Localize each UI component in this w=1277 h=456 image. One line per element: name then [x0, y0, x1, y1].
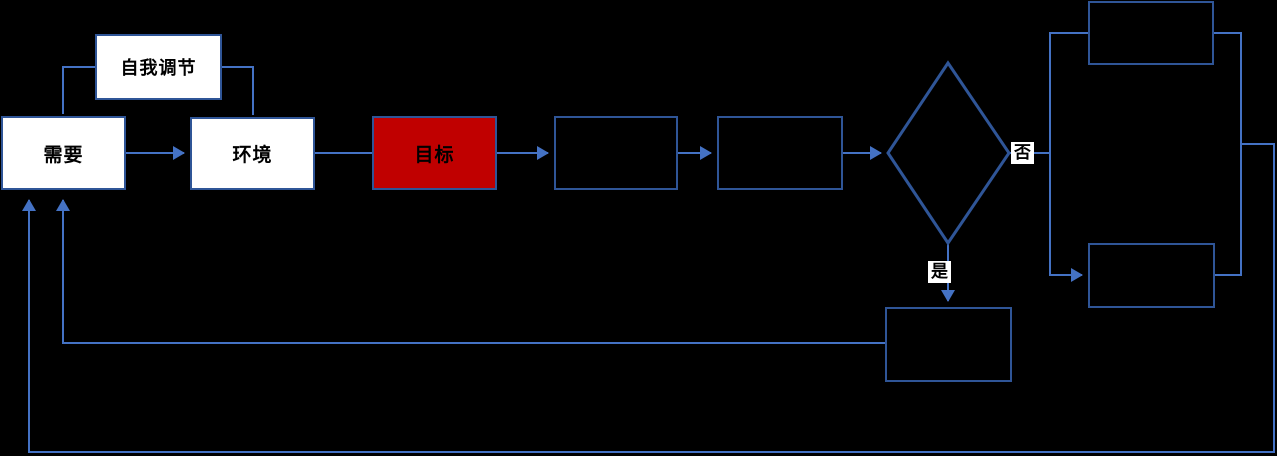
connector-topbox-to-lowerbox [1214, 32, 1242, 276]
node-process-2 [717, 116, 843, 190]
connector-selfregulation-to-environment [222, 66, 254, 115]
decision-diamond [886, 60, 1011, 246]
node-process-1 [554, 116, 678, 190]
node-goal-label: 目标 [414, 144, 455, 166]
node-no-branch-top [1088, 1, 1214, 65]
node-goal: 目标 [372, 116, 497, 190]
node-self-regulation: 自我调节 [95, 34, 222, 100]
node-need: 需要 [1, 116, 126, 190]
node-no-branch-bottom [1088, 243, 1215, 308]
node-self-regulation-label: 自我调节 [120, 58, 197, 78]
edge-label-yes: 是 [928, 261, 951, 283]
connector-selfregulation-to-need [62, 66, 95, 114]
node-environment: 环境 [190, 117, 315, 190]
connector-no-to-lowerbox [1049, 153, 1083, 282]
edge-label-no: 否 [1011, 142, 1034, 164]
connector-no-to-topbox [1049, 32, 1088, 153]
connector-feedback-outer-loop [22, 143, 1275, 453]
node-need-label: 需要 [43, 144, 84, 166]
connector-yesresult-to-need [56, 199, 885, 344]
node-yes-result [885, 307, 1012, 382]
node-environment-label: 环境 [232, 145, 273, 166]
